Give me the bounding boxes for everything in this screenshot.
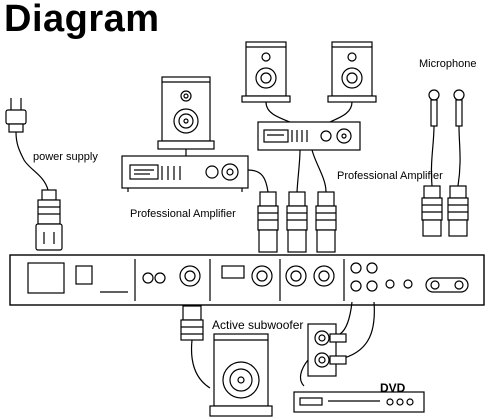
xlr-connector-3-icon	[315, 191, 337, 253]
power-plug-icon	[5, 98, 27, 133]
microphone-1-cable	[430, 125, 435, 187]
microphone-2-icon	[453, 89, 465, 127]
mic-connector-2-icon	[447, 185, 469, 237]
right-amp-cable-2	[311, 149, 327, 193]
microphone-label: Microphone	[419, 58, 477, 70]
power-connector-icon	[35, 189, 63, 251]
right-speaker-right-icon	[327, 41, 377, 103]
right-speaker-left-icon	[241, 41, 291, 103]
power-cable	[15, 131, 49, 191]
right-amp-cable-1	[296, 149, 301, 193]
microphone-2-cable	[457, 125, 461, 187]
power-supply-label: power supply	[33, 151, 98, 163]
left-speaker-icon	[157, 76, 215, 150]
main-unit-rear-panel	[9, 254, 485, 306]
active-subwoofer-label: Active subwoofer	[212, 318, 304, 332]
dvd-rca-panel-icon	[307, 323, 347, 377]
left-amplifier-label: Professional Amplifier	[130, 208, 236, 220]
xlr-connector-2-icon	[286, 191, 308, 253]
right-speaker-right-cable	[329, 101, 353, 123]
right-speaker-left-cable	[265, 101, 291, 123]
dvd-cable-2	[343, 301, 375, 359]
left-amplifier-icon	[121, 155, 249, 192]
diagram-title: Diagram	[4, 0, 160, 40]
left-amp-cable	[247, 169, 269, 193]
subwoofer-cable	[190, 339, 211, 389]
dvd-cable-1	[339, 301, 353, 335]
right-amplifier-icon	[257, 121, 361, 151]
subwoofer-connector-icon	[180, 305, 204, 341]
dvd-player-icon	[293, 391, 425, 413]
subwoofer-icon	[209, 333, 273, 417]
right-amplifier-label: Professional Amplifier	[337, 170, 443, 182]
mic-connector-1-icon	[421, 185, 443, 237]
xlr-connector-1-icon	[257, 191, 279, 253]
microphone-1-icon	[428, 89, 440, 127]
dvd-panel-cable	[299, 359, 309, 387]
